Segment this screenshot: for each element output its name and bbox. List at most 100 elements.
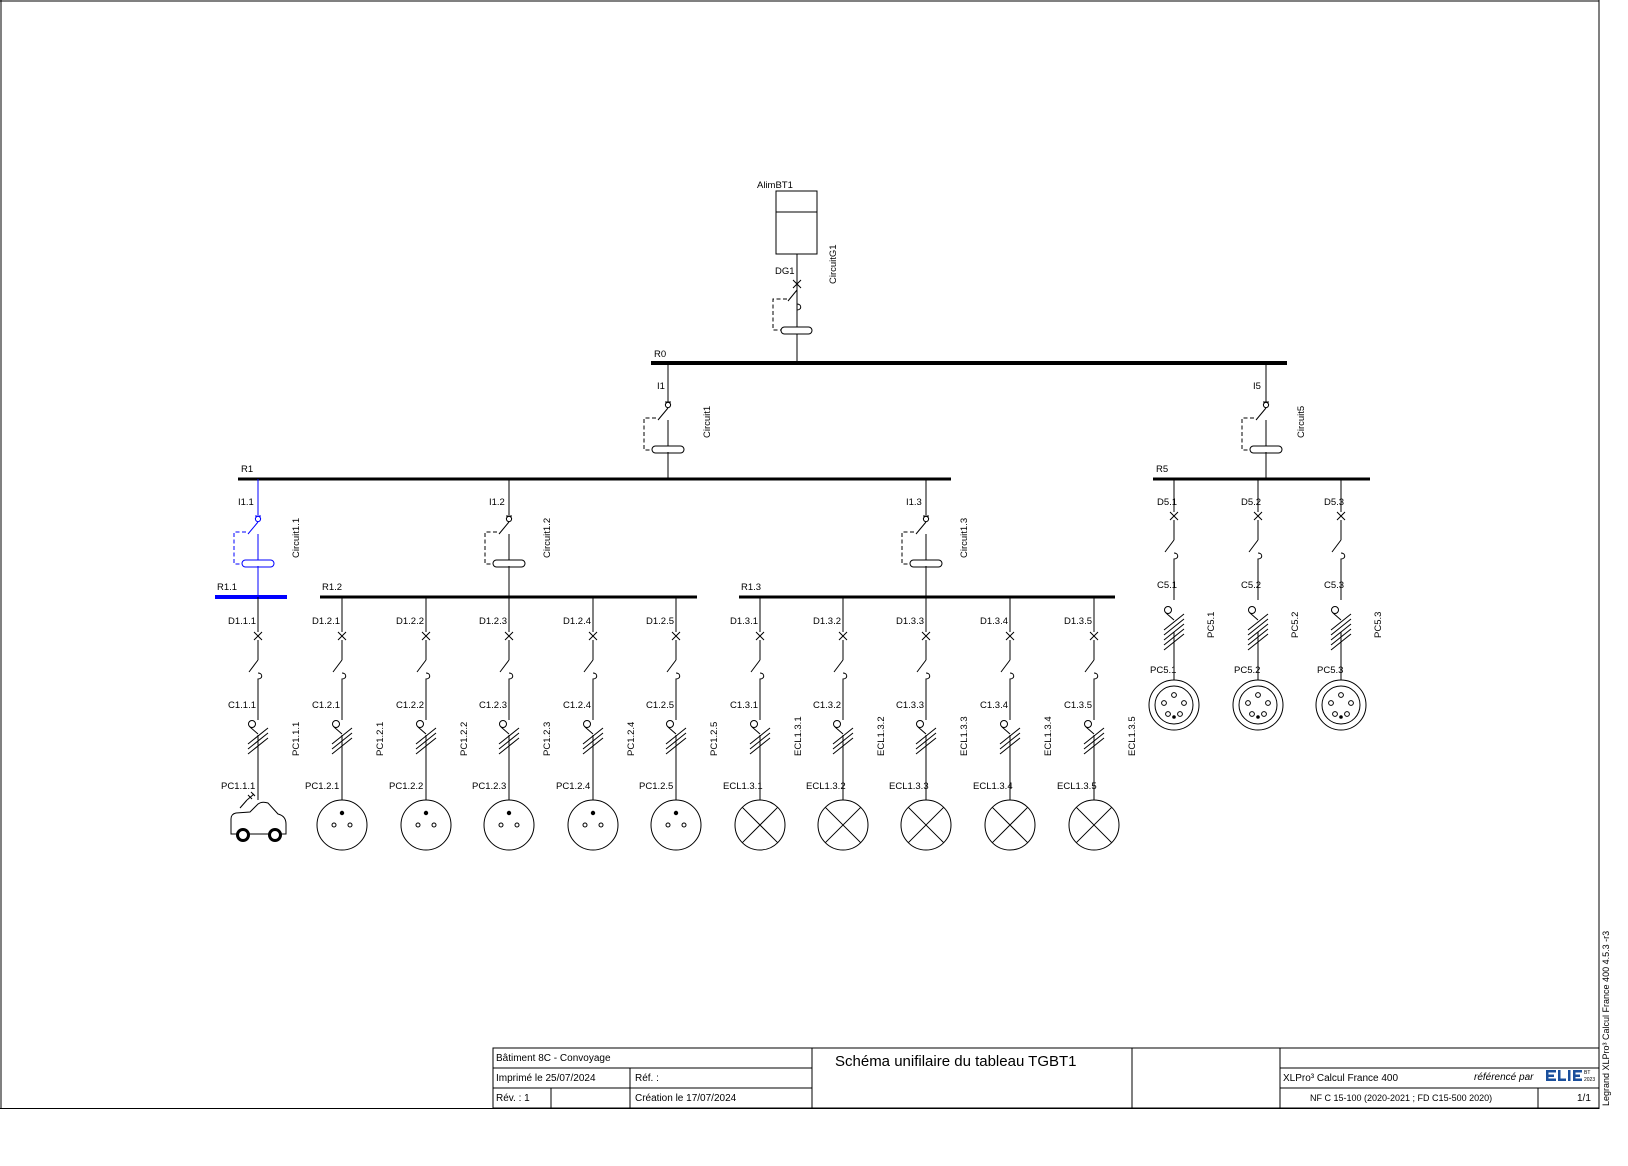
socket-earth-pin xyxy=(1339,715,1343,719)
circuit-breaker-icon xyxy=(1000,622,1015,682)
cable-label: C1.2.2 xyxy=(396,700,424,711)
reference: Réf. : xyxy=(635,1073,659,1084)
circuit-label: PC5.2 xyxy=(1290,612,1301,638)
incomer-label: I5 xyxy=(1253,381,1261,392)
cable-end-icon xyxy=(332,720,340,728)
charger-plug xyxy=(239,799,248,809)
circuit-breaker-icon xyxy=(1248,502,1263,562)
cable-label: C5.2 xyxy=(1241,580,1261,591)
rcd-toroid-icon xyxy=(241,559,275,568)
rcd-link xyxy=(1241,417,1254,451)
load-label: PC5.1 xyxy=(1150,665,1176,676)
lamp-icon xyxy=(900,799,952,851)
cable-lead xyxy=(751,726,761,735)
breaker-cross xyxy=(838,631,848,641)
main-busbar-label: R0 xyxy=(654,349,666,360)
thermal-trip xyxy=(592,672,598,682)
load-label: PC1.2.3 xyxy=(472,781,506,792)
diagram-title: Schéma unifilaire du tableau TGBT1 xyxy=(835,1053,1077,1070)
breaker-blade xyxy=(1164,539,1175,553)
breaker-label: D1.3.4 xyxy=(980,616,1008,627)
creation-date: Création le 17/07/2024 xyxy=(635,1093,737,1104)
cable-end-icon xyxy=(1084,720,1092,728)
breaker-blade xyxy=(583,659,594,673)
standards: NF C 15-100 (2020-2021 ; FD C15-500 2020… xyxy=(1310,1093,1492,1103)
circuit-label: PC1.2.1 xyxy=(375,722,386,756)
circuit-breaker-icon xyxy=(1331,502,1346,562)
rcd-toroid-icon xyxy=(492,559,526,568)
cable-conductor xyxy=(1330,613,1352,631)
load-label: PC1.1.1 xyxy=(221,781,255,792)
cable-conductor xyxy=(1163,613,1185,631)
circuit-label: PC5.1 xyxy=(1206,612,1217,638)
referenced-by: référencé par xyxy=(1474,1072,1534,1083)
cable-end-icon xyxy=(1248,606,1256,614)
software-name: XLPro³ Calcul France 400 xyxy=(1283,1073,1398,1084)
isolator-contact-icon xyxy=(664,401,672,409)
load-label: ECL1.3.2 xyxy=(806,781,846,792)
cable-end-icon xyxy=(916,720,924,728)
socket-pin xyxy=(1338,692,1344,698)
socket-icon xyxy=(400,799,452,851)
socket-pin xyxy=(1332,711,1338,717)
breaker-blade xyxy=(416,659,427,673)
car-wheel xyxy=(268,828,282,842)
cable-conductor xyxy=(1247,613,1269,631)
printed-date: Imprimé le 25/07/2024 xyxy=(496,1073,596,1084)
main-busbar: R0 xyxy=(651,349,1287,365)
main-breaker: DG1 CircuitG1 xyxy=(772,244,839,335)
feeders-layer: D1.1.1C1.1.1PC1.1.1PC1.1.1D1.2.1C1.2.1PC… xyxy=(221,597,1138,851)
rcd-toroid-icon xyxy=(651,445,685,454)
cable-label: C5.3 xyxy=(1324,580,1344,591)
cable-end-icon xyxy=(1000,720,1008,728)
circuit-breaker-icon xyxy=(833,622,848,682)
socket-earth-pin xyxy=(423,810,429,816)
breaker-cross xyxy=(755,631,765,641)
thermal-trip xyxy=(925,672,931,682)
title-block: Bâtiment 8C - Convoyage Imprimé le 25/07… xyxy=(492,1047,1600,1109)
socket-hole xyxy=(665,822,671,828)
cable-end-icon xyxy=(583,720,591,728)
busbar-label: R1.1 xyxy=(217,582,237,593)
sub-incomer-circuit-label: Circuit1.3 xyxy=(959,518,970,558)
socket-hole xyxy=(582,822,588,828)
cable-lead xyxy=(500,726,510,735)
socket-hole xyxy=(431,822,437,828)
socket-hole xyxy=(681,822,687,828)
socket-hole xyxy=(347,822,353,828)
cable-end-icon xyxy=(750,720,758,728)
busbar-label: R1.3 xyxy=(741,582,761,593)
circuit-label: PC1.2.5 xyxy=(709,722,720,756)
elie-logo: BT 2023 xyxy=(1546,1070,1595,1083)
charger-head xyxy=(246,793,255,801)
transformer-icon xyxy=(775,190,818,255)
socket-pin xyxy=(1161,700,1167,706)
cable-lead xyxy=(917,726,927,735)
busbar-label: R5 xyxy=(1156,464,1168,475)
socket-outline xyxy=(650,799,702,851)
breaker-cross xyxy=(1253,511,1263,521)
circuit-breaker-icon xyxy=(499,622,514,682)
lamp-icon xyxy=(984,799,1036,851)
socket-pin xyxy=(1165,711,1171,717)
cable-conductor xyxy=(1163,618,1185,636)
switch-disconnector-rcd-icon xyxy=(233,515,275,582)
lamp-cross xyxy=(1075,806,1113,844)
socket-hole xyxy=(498,822,504,828)
circuit-label: PC1.2.4 xyxy=(626,722,637,756)
socket-icon xyxy=(650,799,702,851)
thermal-trip xyxy=(341,672,347,682)
breaker-blade xyxy=(332,659,343,673)
lamp-icon xyxy=(1068,799,1120,851)
cable-end-icon xyxy=(416,720,424,728)
isolator-contact-icon xyxy=(1262,401,1270,409)
breaker-cross xyxy=(253,631,263,641)
thermal-trip xyxy=(1257,552,1263,562)
sub-incomer-circuit-label: Circuit1.2 xyxy=(542,518,553,558)
